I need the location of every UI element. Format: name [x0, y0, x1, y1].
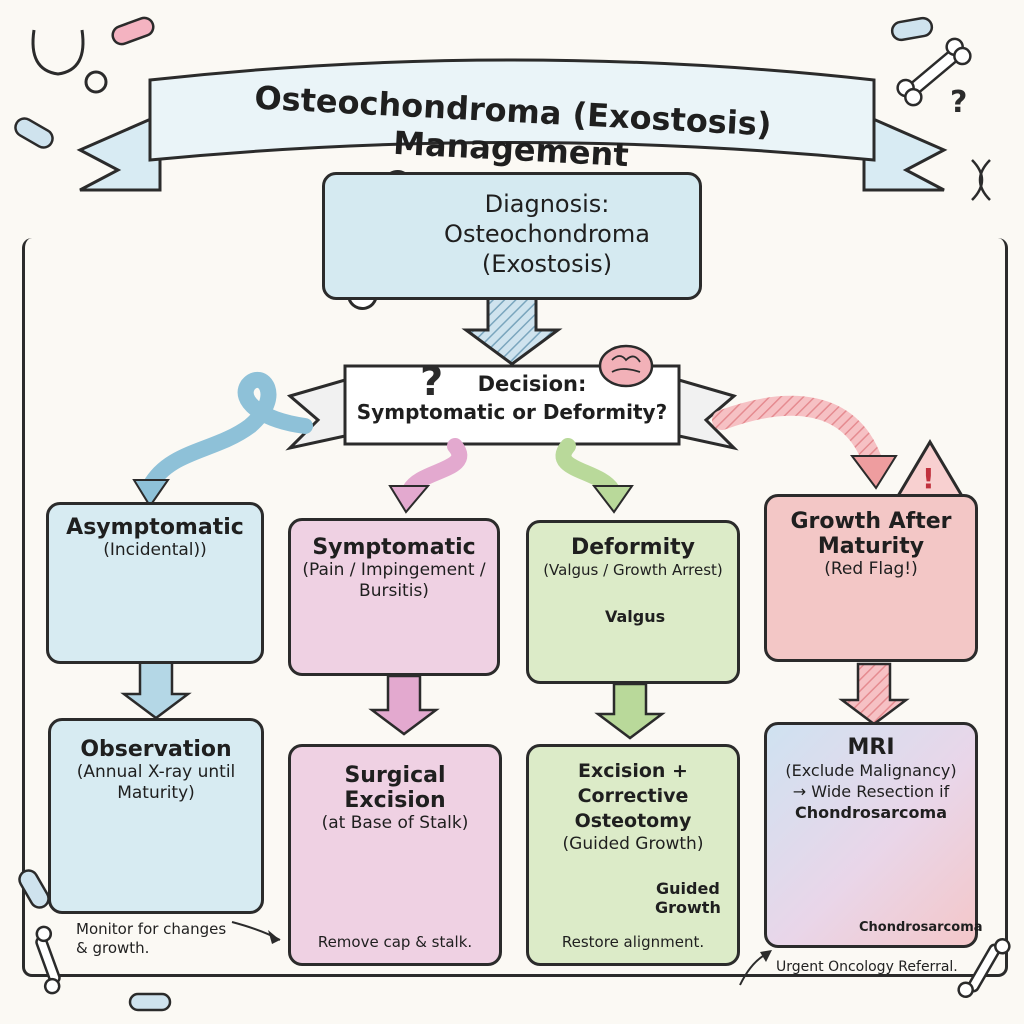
surgical-note: Remove cap & stalk.	[317, 933, 473, 951]
deformity-box: Deformity (Valgus / Growth Arrest) Valgu…	[526, 520, 740, 684]
asymptomatic-sub: (Incidental))	[103, 540, 207, 560]
symptomatic-box: Symptomatic (Pain / Impingement / Bursit…	[288, 518, 500, 676]
symptomatic-title: Symptomatic	[312, 535, 476, 560]
oncology-referral-note: Urgent Oncology Referral.	[776, 959, 958, 975]
diagnosis-label: Diagnosis:	[484, 190, 610, 218]
down-arrow-main	[461, 296, 563, 366]
diagnosis-line2: (Exostosis)	[481, 250, 613, 278]
osteotomy-title2: Osteotomy	[574, 810, 692, 832]
svg-text:!: !	[922, 462, 935, 495]
guided-label: Guided	[656, 879, 720, 898]
arrow-to-deformity	[555, 438, 620, 498]
chondrosarcoma-label: Chondrosarcoma	[859, 920, 983, 935]
observation-box: Observation (Annual X-ray until Maturity…	[48, 718, 264, 914]
asymptomatic-title: Asymptomatic	[66, 515, 244, 540]
question-mark-icon: ?	[950, 85, 967, 120]
asymptomatic-box: Asymptomatic (Incidental))	[46, 502, 264, 664]
observation-sub1: (Annual X-ray until	[76, 762, 236, 782]
observation-note2: & growth.	[76, 939, 150, 957]
surgical-title: Surgical Excision	[344, 763, 446, 813]
outer-frame	[22, 238, 1008, 977]
capsule-icon	[111, 16, 155, 46]
mri-box: MRI (Exclude Malignancy) → Wide Resectio…	[764, 722, 983, 948]
dna-icon	[971, 159, 991, 201]
deformity-sub: (Valgus / Growth Arrest)	[543, 561, 723, 579]
mri-sub3: Chondrosarcoma	[794, 803, 947, 822]
decision-line2: Symptomatic or Deformity?	[356, 400, 668, 424]
arrow-def-osteo	[594, 682, 666, 740]
growth-title2: Maturity	[817, 534, 925, 559]
stethoscope-icon	[31, 29, 108, 94]
mri-sub1: (Exclude Malignancy)	[785, 761, 957, 780]
bone-icon	[957, 938, 1011, 998]
arrow-sym-surg	[368, 674, 440, 736]
mri-title: MRI	[847, 735, 895, 760]
observation-sub2: Maturity)	[117, 783, 195, 803]
diagnosis-box: Diagnosis: Osteochondroma (Exostosis)	[322, 172, 702, 300]
surgical-sub: (at Base of Stalk)	[321, 813, 469, 833]
valgus-label: Valgus	[605, 607, 666, 626]
capsule-icon	[890, 16, 934, 42]
growth-after-maturity-box: Growth After Maturity (Red Flag!)	[764, 494, 978, 662]
mri-sub2: → Wide Resection if	[792, 782, 950, 801]
capsule-icon	[128, 992, 172, 1012]
observation-note: Monitor for changes & growth.	[76, 920, 226, 958]
growth-label: Growth	[655, 898, 721, 917]
growth-title1: Growth After	[790, 509, 952, 534]
bone-icon	[35, 925, 61, 995]
symptomatic-sub1: (Pain / Impingement /	[302, 560, 486, 580]
symptomatic-sub2: Bursitis)	[359, 581, 429, 601]
arrow-growth-mri	[838, 662, 910, 726]
title-banner	[76, 58, 948, 192]
brain-icon	[598, 344, 654, 388]
deformity-title: Deformity	[570, 535, 696, 560]
decision-line1: Decision:	[477, 372, 587, 396]
warning-icon: !	[895, 439, 965, 498]
question-mark-icon: ?	[420, 359, 443, 405]
osteotomy-sub: (Guided Growth)	[562, 834, 704, 854]
arrow-to-asymptomatic	[142, 371, 313, 494]
diagnosis-line1: Osteochondroma	[444, 220, 650, 248]
surgical-excision-box: Surgical Excision (at Base of Stalk) Rem…	[288, 744, 502, 966]
corrective-osteotomy-box: Excision + Corrective Osteotomy (Guided …	[526, 744, 740, 966]
growth-sub: (Red Flag!)	[824, 559, 918, 579]
osteotomy-note: Restore alignment.	[561, 933, 705, 951]
observation-note1: Monitor for changes	[76, 920, 227, 938]
capsule-icon	[14, 117, 54, 149]
arrow-to-growth	[712, 395, 882, 470]
decision-text: Decision: Symptomatic or Deformity?	[345, 370, 679, 426]
observation-title: Observation	[80, 737, 232, 762]
capsule-icon	[18, 869, 50, 909]
arrow-asym-obs	[120, 660, 192, 720]
bone-icon	[896, 37, 972, 107]
osteotomy-title1: Excision + Corrective	[577, 760, 689, 807]
guided-growth-label: Guided Growth	[655, 879, 721, 917]
arrow-to-symptomatic	[402, 438, 468, 498]
